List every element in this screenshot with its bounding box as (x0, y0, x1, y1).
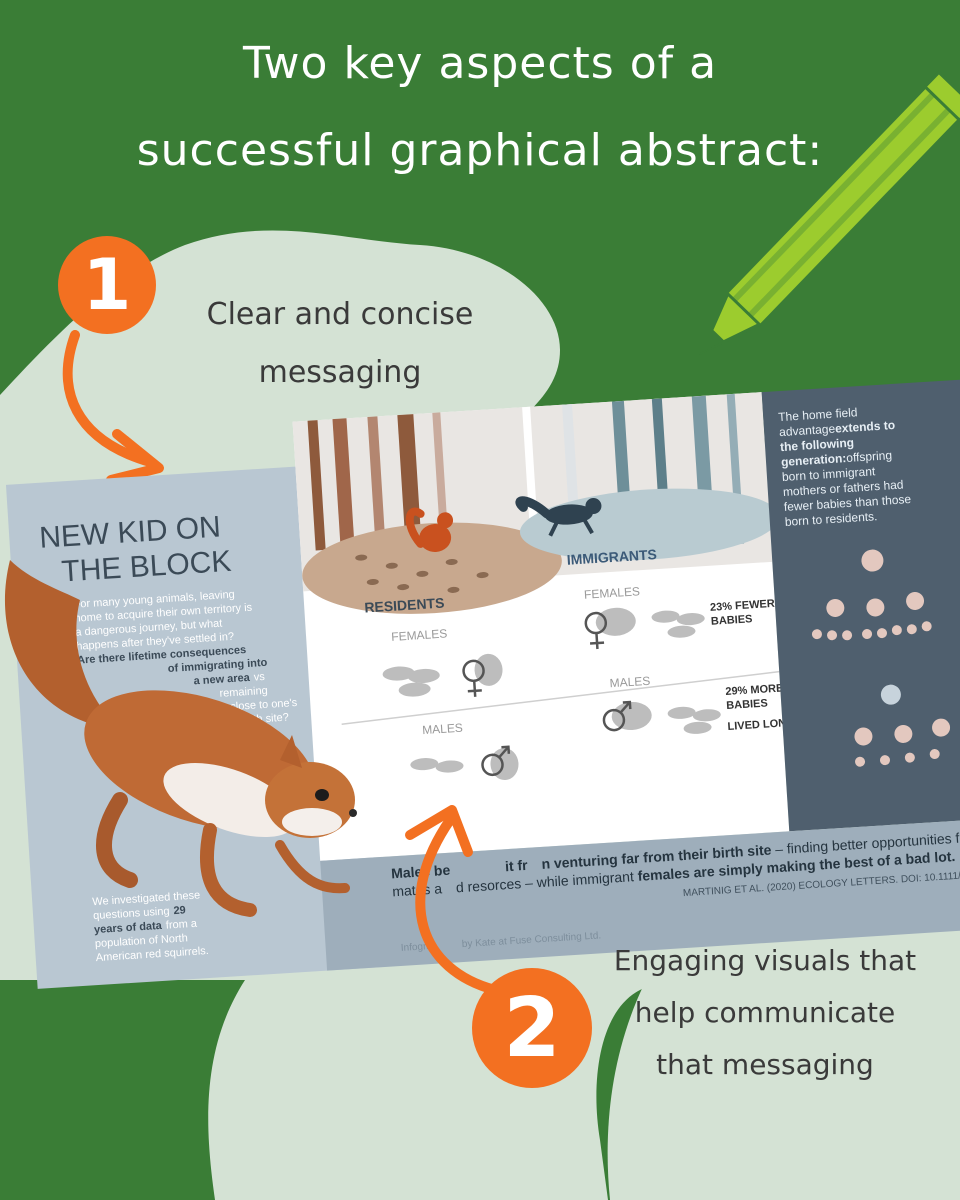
point-2-line-3: that messaging (656, 1048, 874, 1081)
badge-1: 1 (58, 236, 156, 334)
heading-line-2: successful graphical abstract: (136, 125, 824, 176)
heading-line-1: Two key aspects of a (242, 38, 718, 89)
point-1-line-2: messaging (258, 355, 422, 390)
point-1-text: Clear and concise messaging (180, 286, 500, 402)
point-2-line-1: Engaging visuals that (613, 944, 917, 977)
arrow-2-icon (405, 805, 500, 995)
point-2-line-2: help communicate (634, 996, 896, 1029)
point-2-text: Engaging visuals that help communicate t… (600, 935, 930, 1091)
point-1-line-1: Clear and concise (206, 297, 474, 332)
arrow-1-icon (62, 330, 164, 485)
pencil-icon (698, 70, 960, 356)
badge-2: 2 (472, 968, 592, 1088)
